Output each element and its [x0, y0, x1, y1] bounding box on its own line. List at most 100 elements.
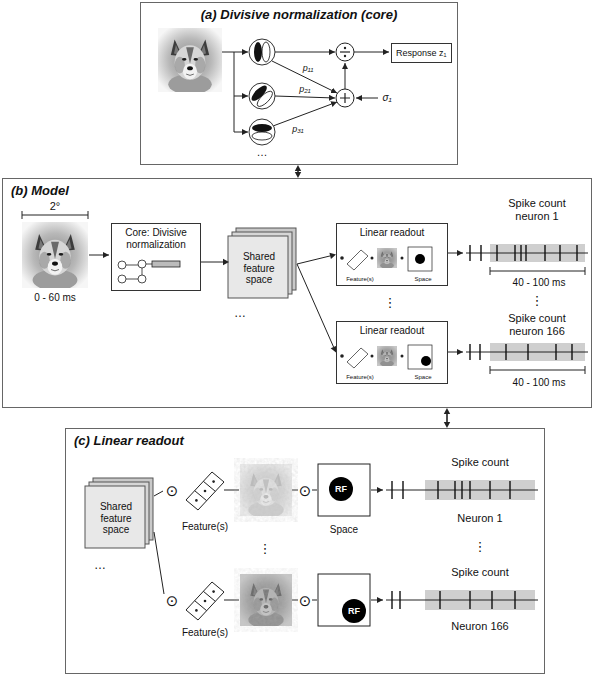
readout-icon-part — [377, 248, 397, 269]
wiring-part — [273, 102, 337, 126]
wiring-part — [275, 96, 335, 98]
spike-train-part — [466, 352, 588, 353]
filter-symbol — [249, 83, 275, 109]
spike-train — [386, 590, 538, 610]
arrow-head — [295, 165, 301, 171]
feature-map-part — [240, 574, 292, 626]
sum-symbol-part — [336, 89, 354, 107]
connector-arrow — [297, 264, 337, 353]
sum-symbol — [336, 89, 354, 107]
filter-symbol — [249, 39, 275, 65]
diagram-label: Spike count — [451, 457, 508, 468]
connector-line — [297, 171, 299, 172]
filter-symbol-part — [249, 83, 274, 108]
node-text: Response z₁ — [396, 48, 447, 58]
output-arrow-part — [448, 253, 463, 254]
connector-line — [297, 264, 334, 347]
space-box — [318, 464, 370, 626]
diagram-label: Spike count — [508, 198, 565, 209]
stimulus-image — [158, 28, 222, 95]
feature-stack: Shared feature space — [229, 229, 297, 299]
feature-stack-part — [228, 236, 288, 298]
wiring-part — [312, 600, 317, 601]
feature-stack — [228, 228, 296, 298]
node-text: RF — [335, 484, 347, 494]
space-box-part — [318, 464, 370, 516]
wiring-part — [222, 52, 248, 53]
connector-arrow — [444, 408, 450, 428]
diagram-label: p₃₁ — [292, 125, 303, 134]
size-bracket-part — [22, 211, 88, 219]
wiring-part — [371, 490, 383, 491]
readout-icon-part — [347, 348, 368, 368]
readout-icon — [340, 247, 432, 271]
feature-vector-part — [195, 499, 198, 502]
wiring-part — [292, 600, 298, 601]
arrow-head — [444, 408, 450, 414]
wiring-part — [154, 532, 164, 594]
divide-symbol-part — [344, 47, 346, 49]
diagram-label: σ₁ — [382, 93, 391, 103]
spike-train-part — [490, 366, 585, 374]
feature-stack: Shared feature space — [86, 479, 154, 549]
connector-arrow — [295, 165, 301, 178]
stimulus-image-part — [158, 28, 222, 95]
feature-vector-part — [212, 590, 215, 593]
diagram-label: neuron 1 — [515, 211, 558, 222]
stimulus-image — [22, 222, 88, 291]
feature-map — [240, 464, 292, 518]
readout-icon-part — [415, 254, 425, 264]
diagram-label: ⋮ — [531, 294, 544, 307]
core-icon-part — [138, 260, 146, 268]
feature-stack — [85, 478, 153, 548]
feature-stack-part — [85, 486, 145, 548]
diagram-label: ⋮ — [384, 296, 397, 309]
diagram-label: p₂₁ — [299, 85, 310, 94]
diagram-label: Feature(s) — [182, 628, 228, 638]
filter-symbol-part-part — [252, 124, 272, 132]
feature-vector — [186, 472, 224, 510]
spike-train — [466, 343, 588, 374]
diagram-label: 40 - 100 ms — [513, 378, 566, 388]
connector-arrow — [201, 259, 229, 265]
spike-train-part — [392, 481, 510, 499]
connector-line — [446, 414, 448, 422]
feature-map-part — [240, 464, 292, 516]
spike-train-part — [470, 344, 572, 360]
diagram-label: ⊙ — [166, 483, 179, 498]
diagram-label: ⋮ — [259, 542, 272, 555]
diagram-label: neuron 166 — [509, 326, 565, 337]
feature-vector-part — [195, 591, 216, 610]
node-text: Linear readout — [341, 227, 443, 239]
wiring-part — [234, 96, 248, 97]
filter-symbol-part — [252, 124, 272, 140]
diagram-label: … — [257, 147, 268, 158]
divide-symbol-part — [344, 55, 346, 57]
readout-icon-part — [401, 355, 404, 358]
filter-symbol-part-part — [252, 132, 272, 140]
feature-map-part — [240, 574, 292, 628]
icon-caption: Feature(s) — [346, 276, 374, 282]
spike-train-part — [470, 245, 577, 261]
feature-map — [240, 574, 292, 628]
core-icon-part — [118, 261, 126, 269]
wiring-part — [371, 600, 383, 601]
node-text: (b) Model — [3, 179, 591, 202]
feature-vector-part — [195, 481, 216, 500]
icon-caption: Space — [414, 374, 431, 380]
diagram-label: Neuron 1 — [457, 513, 502, 524]
readout-icon-part — [401, 257, 404, 260]
diagram-label: ⊙ — [299, 483, 312, 498]
node-text: RF — [348, 606, 360, 616]
diagram-label: ⋮ — [474, 540, 487, 553]
wiring-part — [312, 490, 317, 491]
wiring — [222, 52, 389, 132]
wiring-part — [224, 490, 239, 491]
readout-icon-part — [408, 345, 432, 369]
core-box: Core: Divisive normalization — [111, 223, 201, 291]
divide-symbol-part — [340, 51, 350, 52]
feature-vector — [186, 582, 224, 620]
readout-icon-part — [371, 355, 374, 358]
readout-icon-part — [408, 247, 432, 271]
readout-icon-part — [371, 257, 374, 260]
